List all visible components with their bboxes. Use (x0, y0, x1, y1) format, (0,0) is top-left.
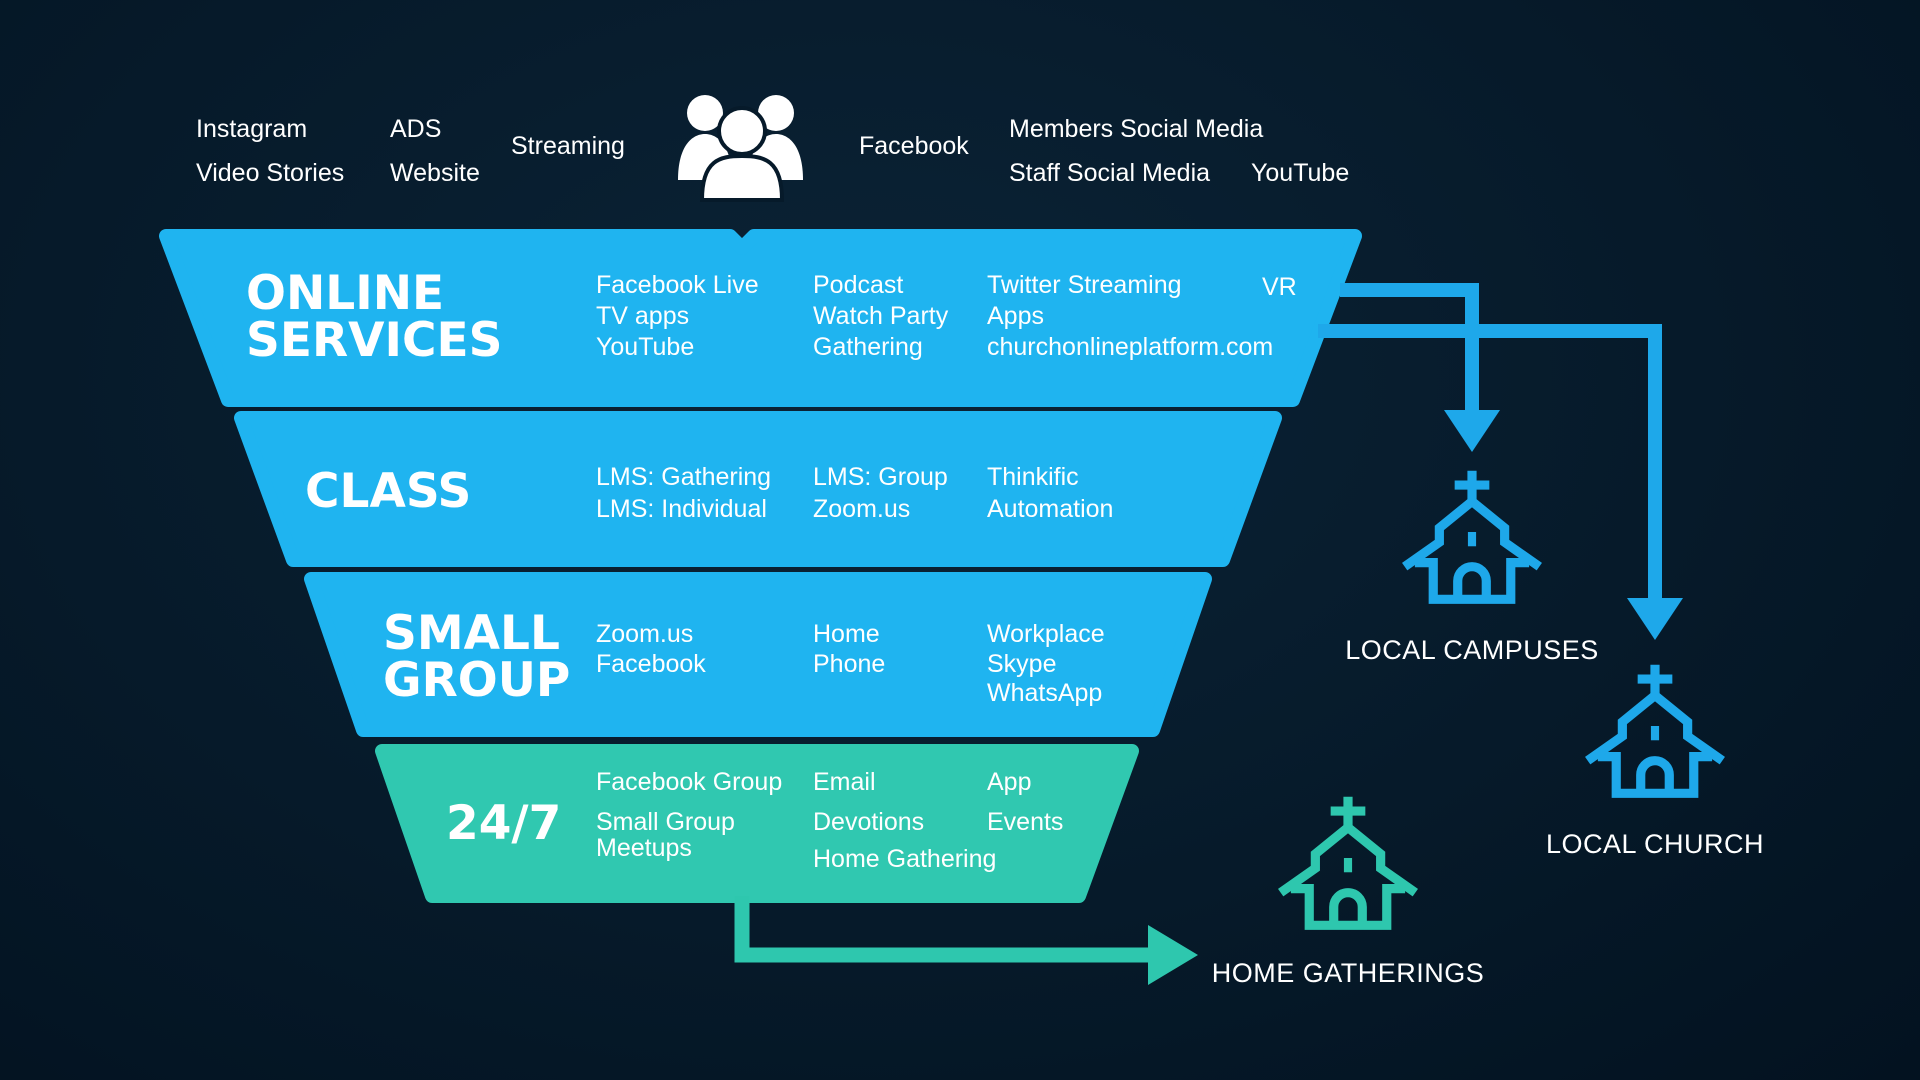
small-group-item: Skype (987, 650, 1057, 678)
always-item: Home Gathering (813, 845, 997, 873)
arrow-to-home-gatherings (734, 896, 1198, 985)
tier-online-services-title: ONLINE SERVICES (246, 266, 503, 368)
online-item: Gathering (813, 333, 923, 361)
class-item: LMS: Gathering (596, 463, 772, 491)
always-item: Devotions (813, 808, 925, 836)
small-group-item: Zoom.us (596, 620, 694, 648)
channel-staff-social-media: Staff Social Media (1009, 159, 1211, 187)
always-item: Meetups (596, 834, 692, 862)
online-item: Twitter Streaming (987, 271, 1182, 299)
channel-streaming: Streaming (511, 132, 625, 160)
class-item: LMS: Individual (596, 495, 767, 523)
tier-class-title: CLASS (305, 464, 472, 519)
class-item: LMS: Group (813, 463, 948, 491)
class-item: Zoom.us (813, 495, 911, 523)
people-group-icon (678, 95, 803, 202)
class-item: Thinkific (987, 463, 1079, 491)
online-item: Watch Party (813, 302, 949, 330)
channel-website: Website (390, 159, 480, 187)
channel-facebook: Facebook (859, 132, 969, 160)
tier-small-group-title: SMALL GROUP (383, 606, 571, 708)
small-group-item: Home (813, 620, 880, 648)
tier-online-services-shape (159, 229, 1362, 407)
online-item: Facebook Live (596, 271, 759, 299)
online-item: Apps (987, 302, 1044, 330)
arrow-to-local-campuses (1340, 283, 1500, 452)
small-group-item: WhatsApp (987, 679, 1103, 707)
online-item: YouTube (596, 333, 695, 361)
channel-instagram: Instagram (196, 115, 308, 143)
small-group-item: Workplace (987, 620, 1105, 648)
channel-video-stories: Video Stories (196, 159, 345, 187)
online-item: Podcast (813, 271, 904, 299)
arrow-to-local-church (1318, 324, 1683, 640)
label-local-campuses: LOCAL CAMPUSES (1345, 635, 1599, 665)
church-icon-home-gatherings (1278, 796, 1418, 930)
always-item: Events (987, 808, 1064, 836)
tier-247-shape (375, 744, 1139, 903)
channel-youtube: YouTube (1251, 159, 1350, 187)
label-local-church: LOCAL CHURCH (1545, 829, 1765, 859)
always-item: Small Group (596, 808, 735, 836)
tier-small-group-shape (304, 572, 1212, 737)
online-item-vr: VR (1262, 273, 1297, 301)
class-item: Automation (987, 495, 1114, 523)
online-item: churchonlineplatform.com (987, 333, 1274, 361)
channel-ads: ADS (390, 115, 442, 143)
label-home-gatherings: HOME GATHERINGS (1211, 958, 1485, 988)
always-item: App (987, 768, 1032, 796)
always-item: Facebook Group (596, 768, 783, 796)
always-item: Email (813, 768, 876, 796)
small-group-item: Phone (813, 650, 886, 678)
online-item: TV apps (596, 302, 690, 330)
tier-class-shape (234, 411, 1282, 567)
tier-247-title: 24/7 (446, 796, 562, 851)
channel-members-social-media: Members Social Media (1009, 115, 1264, 143)
church-icon-local-campuses (1402, 470, 1542, 604)
small-group-item: Facebook (596, 650, 706, 678)
church-icon-local-church (1585, 664, 1725, 798)
